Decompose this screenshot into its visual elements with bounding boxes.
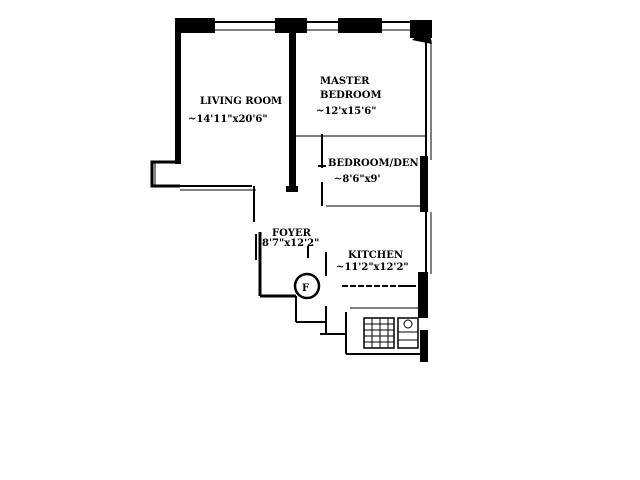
living-room-south-wall (180, 185, 256, 222)
master-bedroom-size: ~12'x15'6" (316, 106, 376, 117)
master-bedroom-name-line2: BEDROOM (320, 90, 382, 101)
kitchen-appliances (363, 317, 419, 349)
kitchen-name: KITCHEN (348, 250, 403, 261)
exterior-wall-top (175, 18, 432, 44)
foyer-walls (255, 232, 346, 335)
partition-living-master (286, 30, 298, 192)
kitchen-size: ~11'2"x12'2" (336, 262, 409, 273)
kitchen-walls (342, 285, 420, 355)
exterior-wall-east (418, 40, 432, 362)
living-room-size: ~14'11"x20'6" (188, 114, 268, 125)
den-name: BEDROOM/DEN (328, 158, 419, 169)
exterior-wall-west (150, 18, 181, 188)
closet-marker-letter: F (302, 283, 309, 294)
den-size: ~8'6"x9' (334, 174, 381, 185)
master-bedroom-name-line1: MASTER (320, 76, 370, 87)
foyer-size: 8'7"x12'2" (262, 238, 319, 249)
foyer-name: FOYER (272, 228, 312, 239)
closet-marker (293, 272, 321, 300)
living-room-name: LIVING ROOM (200, 96, 282, 107)
wall-master-den (296, 134, 426, 207)
